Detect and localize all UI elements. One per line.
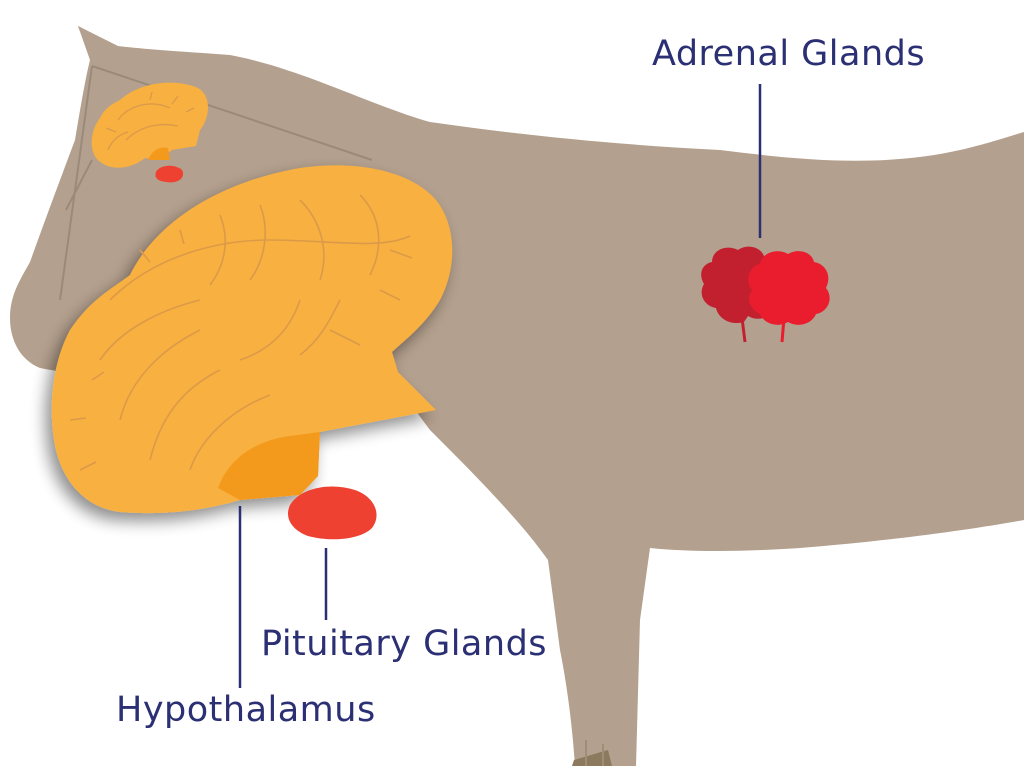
large-brain-shape [51,165,453,514]
pituitary-gland [288,486,377,540]
adrenal-gland-right [748,251,830,325]
small-brain-folds [105,91,195,151]
small-brain-shape [91,82,208,168]
large-brain [51,165,453,514]
adrenal-glands [701,246,830,343]
small-brain [91,82,208,183]
small-hypothalamus [148,147,170,160]
pituitary-glands-label: Pituitary Glands [261,624,548,664]
horse-ear [78,26,120,70]
hypothalamus-shape [218,432,320,500]
adrenal-stalk-left [740,317,747,343]
large-brain-folds [69,194,413,471]
bridle-strap-3 [65,159,93,211]
small-pituitary [155,165,184,183]
bridle-strap-2 [59,65,93,301]
adrenal-glands-label: Adrenal Glands [652,34,926,74]
adrenal-stalk-right [780,317,786,343]
hypothalamus-label: Hypothalamus [116,690,376,730]
bridle-strap [91,65,373,161]
